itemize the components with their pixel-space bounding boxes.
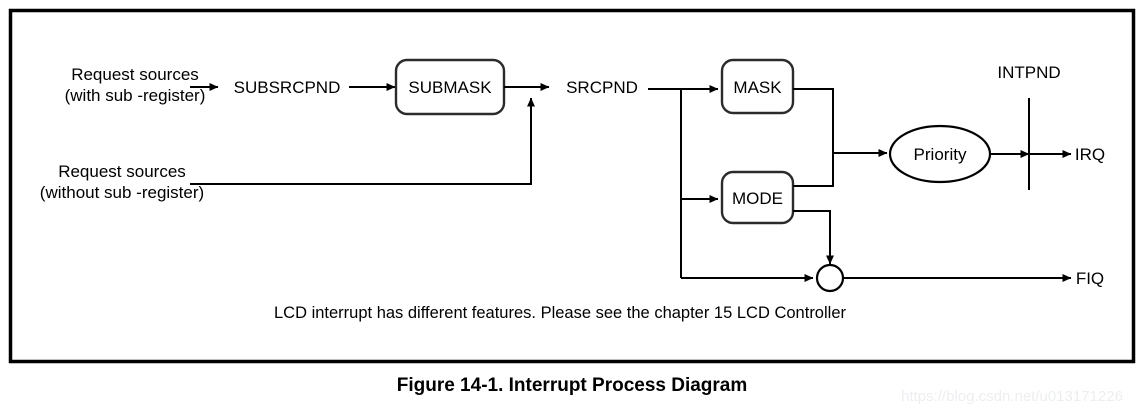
input-label-without-sub-line2: (without sub -register) [40,183,204,202]
output-label-fiq: FIQ [1076,269,1104,288]
wire-reqnosub-to-srcpnd [190,97,535,185]
figure-caption: Figure 14-1. Interrupt Process Diagram [397,375,748,396]
wire-mask-to-merge [793,88,834,153]
block-mask-label: MASK [733,78,782,97]
input-label-without-sub-line1: Request sources [58,162,186,181]
fiq-junction-circle [815,263,845,293]
figure-note: LCD interrupt has different features. Pl… [274,304,847,322]
input-label-with-sub-line2: (with sub -register) [65,86,206,105]
block-submask-label: SUBMASK [408,78,492,97]
signal-label-srcpnd: SRCPND [566,78,638,97]
block-mode [720,170,795,225]
input-label-with-sub-line1: Request sources [71,65,199,84]
figure-frame [8,8,1136,364]
output-label-irq: IRQ [1075,145,1105,164]
block-mask [720,58,795,115]
block-mode-label: MODE [732,189,783,208]
wire-mode-to-fiq-junction [793,210,834,265]
signal-label-intpnd: INTPND [997,63,1060,82]
signal-label-subsrcpnd: SUBSRCPND [234,78,341,97]
watermark: https://blog.csdn.net/u013171226 [901,388,1123,405]
block-priority-label: Priority [914,145,967,164]
wire-mode-to-merge [793,153,834,187]
